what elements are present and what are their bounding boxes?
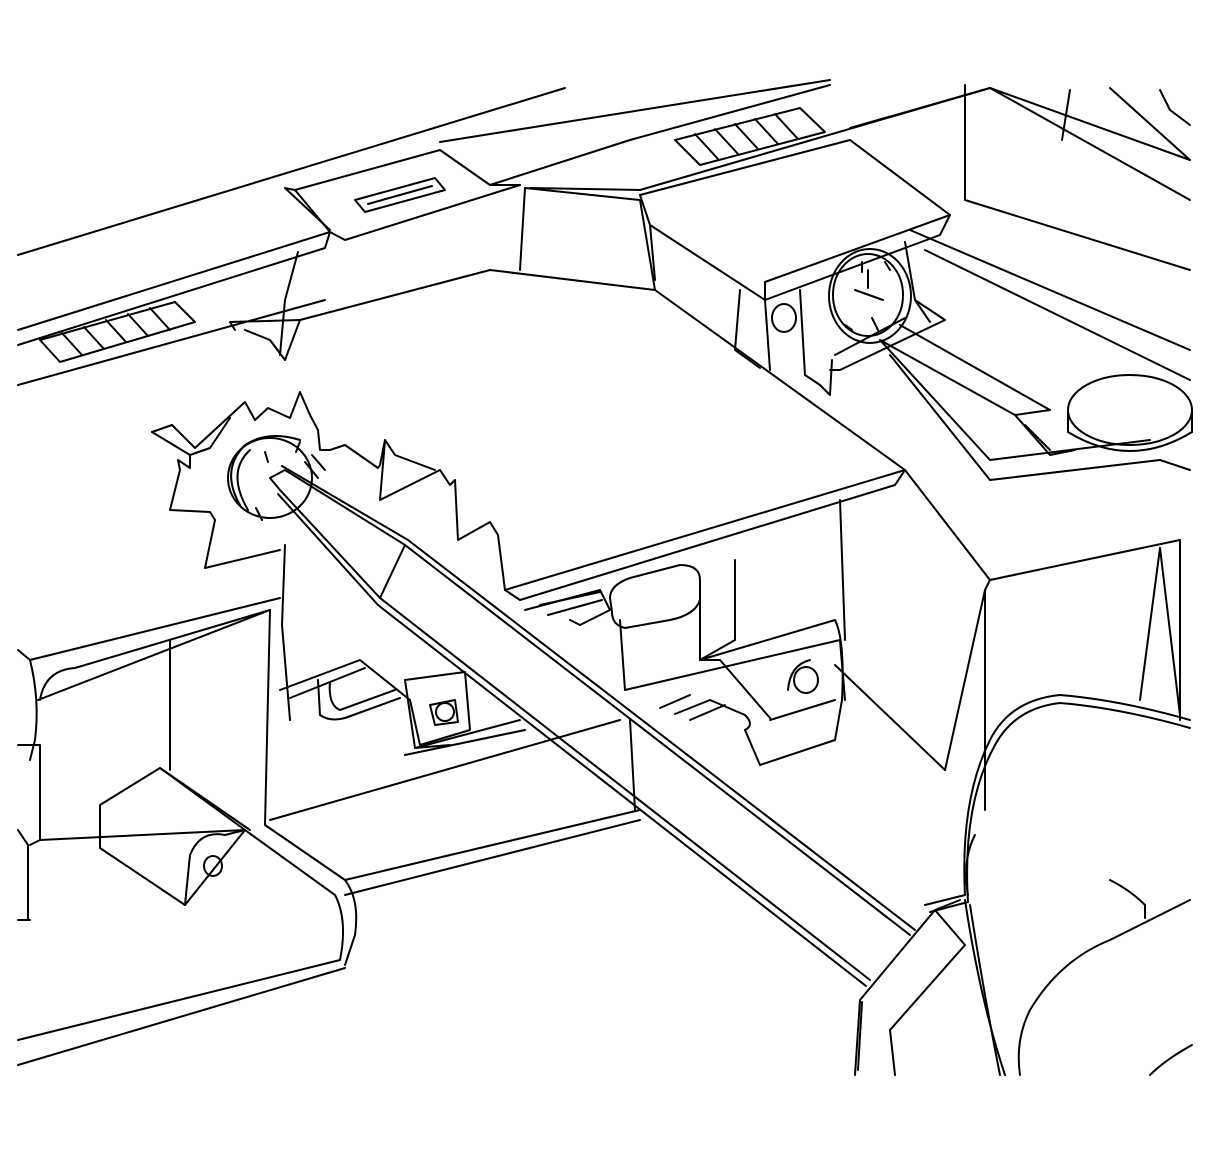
right-bracket	[524, 499, 946, 771]
hand	[924, 694, 1193, 1076]
lower-left-tab	[99, 767, 251, 906]
screwdriver-handle	[854, 899, 966, 1076]
rear-panel-edge	[17, 79, 1191, 386]
upper-vent-slots	[674, 107, 826, 166]
round-boss	[1067, 374, 1193, 452]
center-bracket	[279, 659, 526, 756]
retaining-clip	[227, 435, 326, 521]
upper-right-clip	[639, 139, 1051, 416]
flat-blade-screwdriver	[269, 465, 916, 987]
mounting-panel	[229, 84, 1191, 811]
upper-retaining-clip	[828, 248, 912, 344]
cutaway-break	[151, 391, 506, 591]
rear-slot-tab	[354, 177, 446, 213]
left-vent-slots	[39, 301, 196, 363]
lower-panel	[17, 544, 641, 1066]
